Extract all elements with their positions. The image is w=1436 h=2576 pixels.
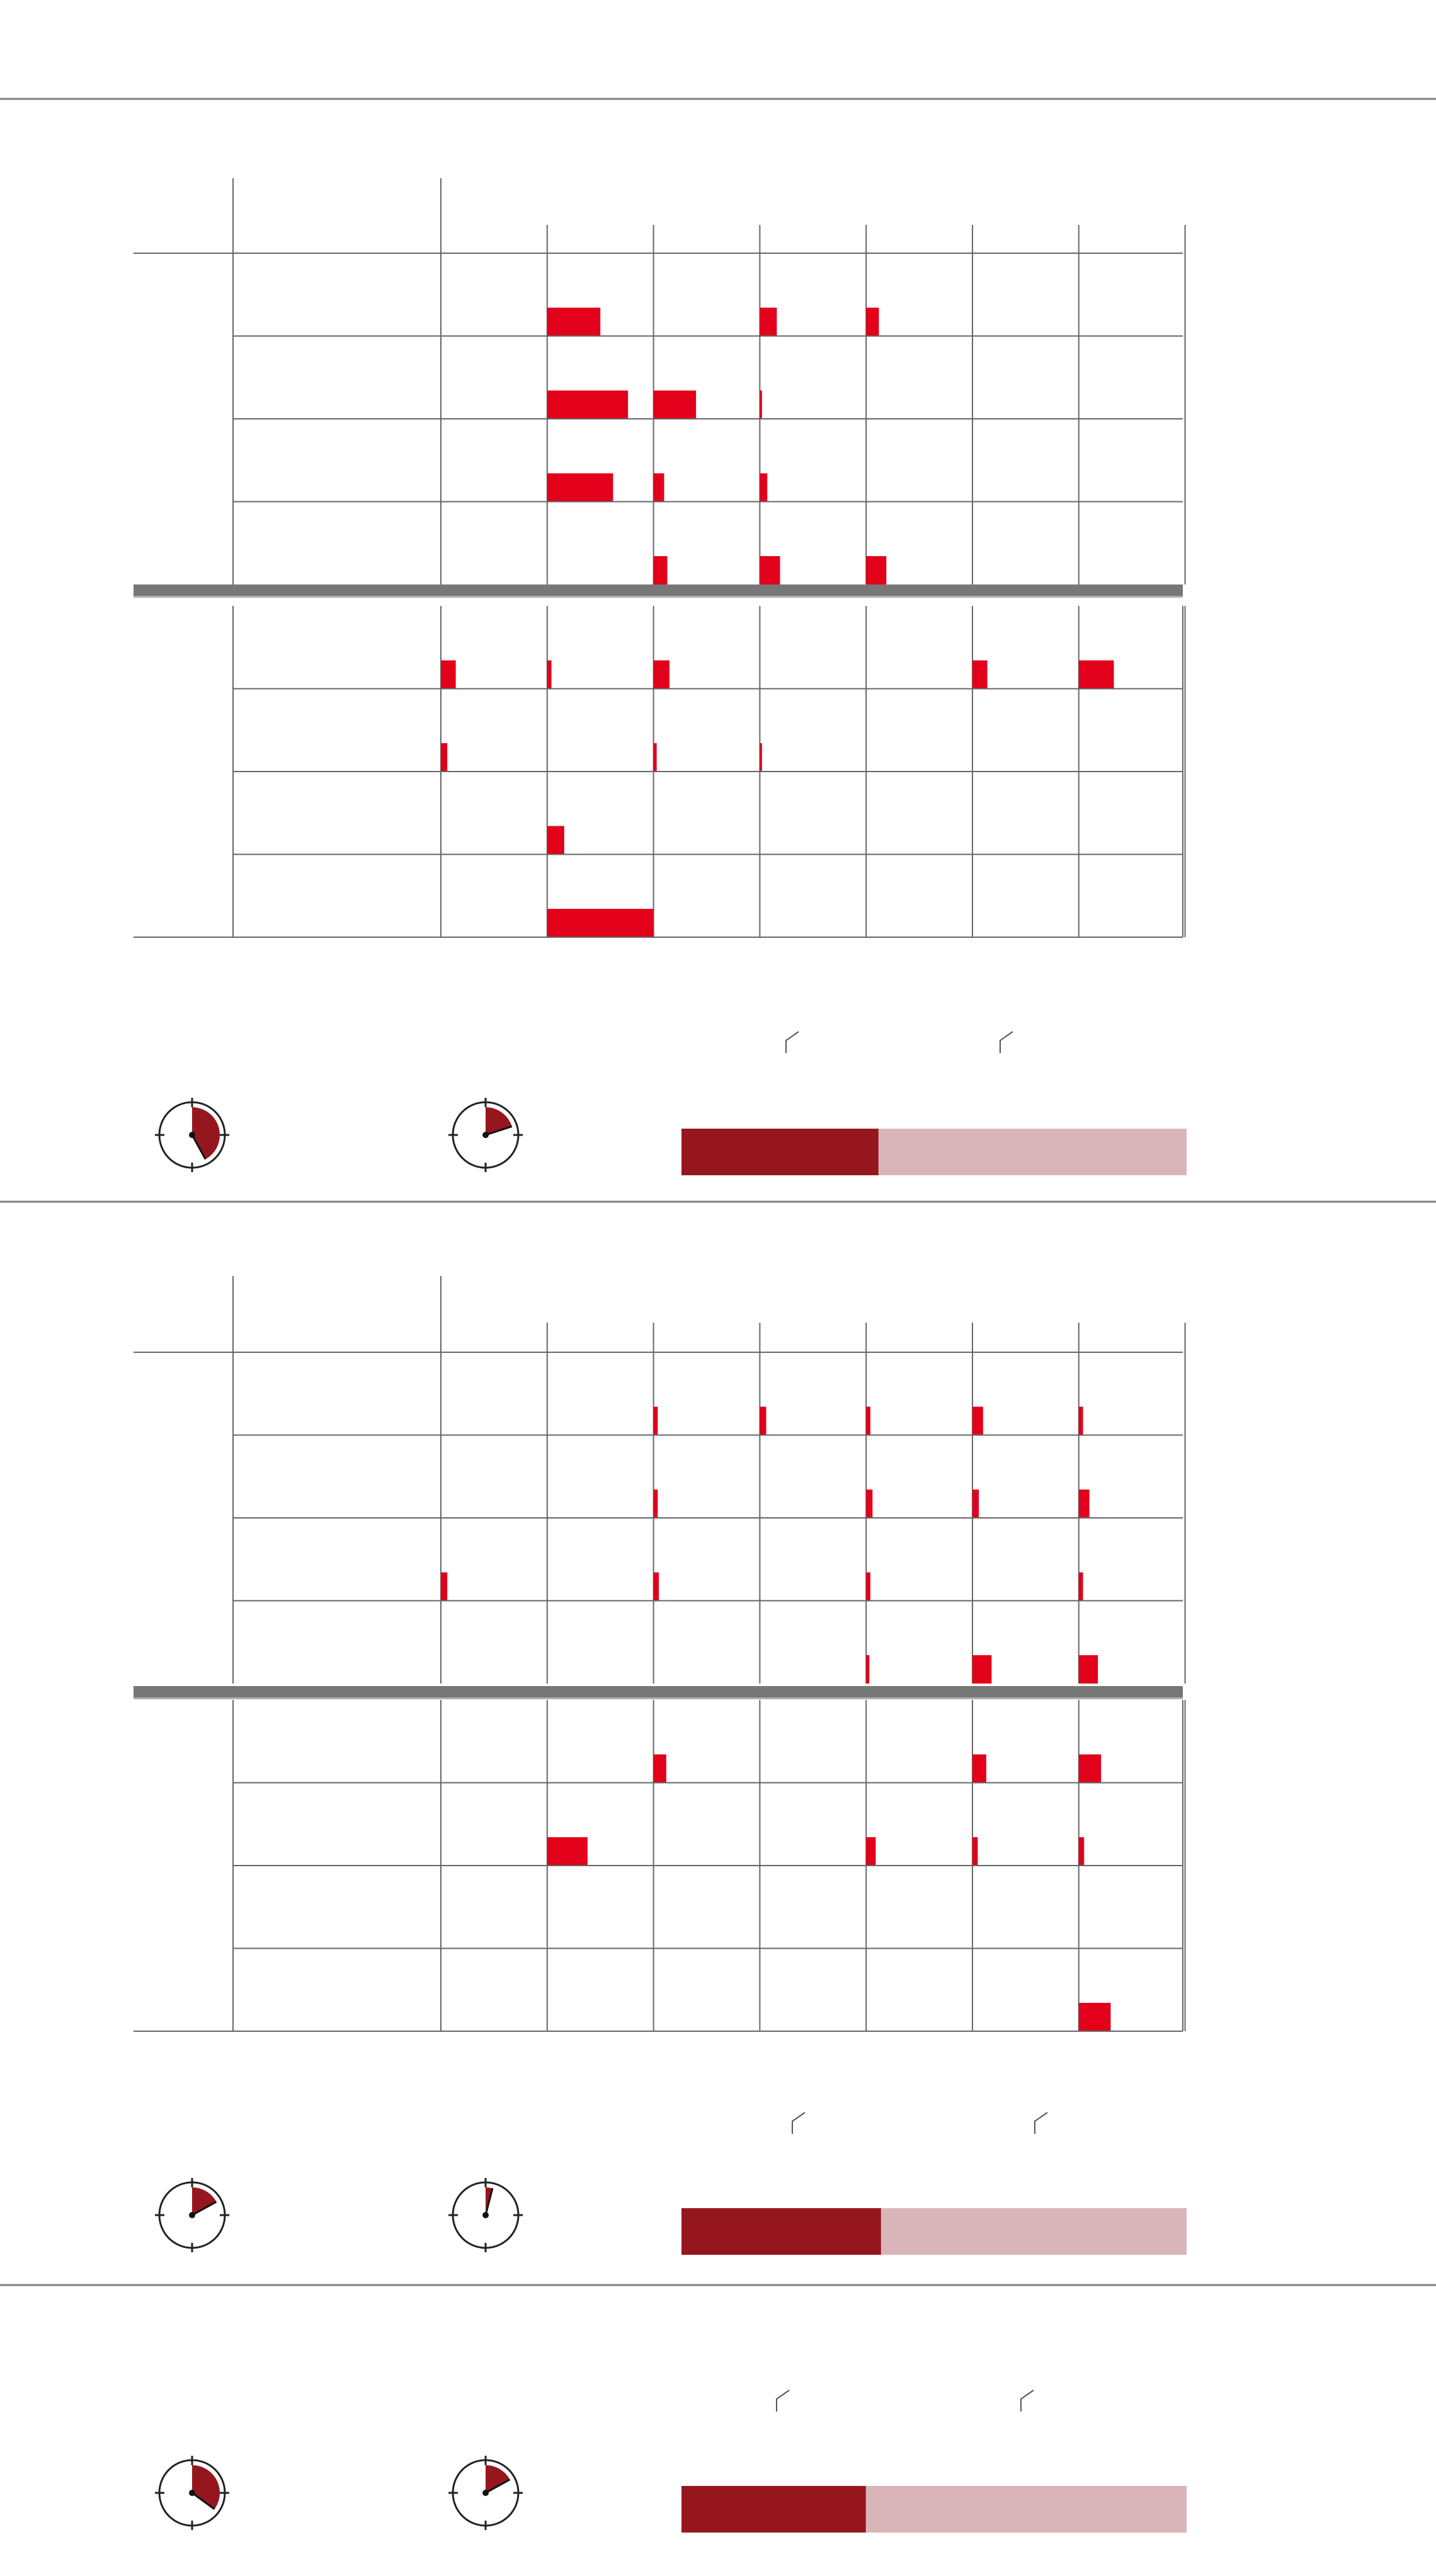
clock-center <box>189 2490 195 2496</box>
clock-center <box>482 2212 489 2218</box>
data-bar <box>866 307 879 336</box>
clock-icon <box>155 2456 229 2530</box>
clock-hand <box>191 2492 215 2510</box>
data-bar <box>653 1490 658 1518</box>
data-bar <box>547 660 552 689</box>
data-bar <box>653 473 664 502</box>
data-bar <box>972 1754 986 1783</box>
data-bar <box>760 556 780 584</box>
clock-icon <box>448 2456 523 2530</box>
clock-sector <box>192 2465 220 2509</box>
data-bar <box>972 1837 978 1866</box>
bar-chart-1 <box>134 178 1186 938</box>
label-leader-mark <box>785 1031 799 1053</box>
data-bar <box>547 909 654 937</box>
clock-center <box>189 1132 195 1138</box>
label-leader-mark <box>1020 2390 1034 2412</box>
clock-hand <box>485 1125 513 1136</box>
data-bar <box>1078 1490 1090 1518</box>
group-separator-shadow <box>134 596 1183 598</box>
data-bar <box>760 473 768 502</box>
clock-center <box>189 2212 195 2218</box>
label-leader-mark <box>1000 1031 1013 1053</box>
clock-hand <box>484 2188 494 2216</box>
data-bar <box>653 660 670 689</box>
data-bar <box>441 743 448 772</box>
data-bar <box>1078 1837 1085 1866</box>
group-separator <box>134 584 1183 596</box>
bar-chart-2 <box>134 1276 1186 2032</box>
progress-bar-fill <box>681 2208 881 2255</box>
data-bar <box>760 1406 766 1435</box>
progress-bar-fill <box>681 2486 866 2533</box>
data-bar <box>972 1406 983 1435</box>
data-bar <box>866 1406 870 1435</box>
data-bar <box>1078 1655 1098 1684</box>
clock-icon <box>155 2178 229 2252</box>
data-bar <box>972 1655 992 1684</box>
data-bar <box>972 660 988 689</box>
data-bar <box>547 826 564 855</box>
clock-center <box>482 2490 489 2496</box>
data-bar <box>1078 2003 1111 2031</box>
data-bar <box>866 1837 876 1866</box>
data-bar <box>866 556 887 584</box>
data-bar <box>547 390 629 419</box>
data-bar <box>866 1490 873 1518</box>
data-bar <box>866 1572 870 1601</box>
group-separator <box>134 1686 1183 1697</box>
group-separator-shadow <box>134 1697 1183 1699</box>
clock-hand <box>191 2201 217 2216</box>
clock-icon <box>448 2178 523 2252</box>
data-bar <box>760 743 762 772</box>
data-bar <box>441 660 456 689</box>
data-bar <box>547 473 613 502</box>
summary-row-1 <box>155 1031 1187 1175</box>
data-bar <box>972 1490 979 1518</box>
data-bar <box>547 307 601 336</box>
clock-icon <box>448 1098 523 1172</box>
data-bar <box>653 1406 658 1435</box>
summary-row-3 <box>155 2390 1187 2533</box>
summary-row-2 <box>155 2112 1187 2255</box>
data-bar <box>1078 660 1114 689</box>
data-bar <box>866 1655 870 1684</box>
data-bar <box>653 390 697 419</box>
label-leader-mark <box>792 2112 806 2134</box>
data-bar <box>760 307 777 336</box>
clock-hand <box>485 2478 511 2494</box>
clock-sector <box>486 2465 510 2493</box>
data-bar <box>1078 1406 1083 1435</box>
data-bar <box>441 1572 448 1601</box>
label-leader-mark <box>776 2390 790 2412</box>
data-bar <box>760 390 762 419</box>
data-bar <box>653 1572 659 1601</box>
data-bar <box>653 556 668 584</box>
data-bar <box>547 1837 588 1866</box>
data-bar <box>1078 1754 1102 1783</box>
progress-bar-fill <box>681 1129 879 1175</box>
clock-center <box>482 1132 489 1138</box>
label-leader-mark <box>1034 2112 1048 2134</box>
clock-icon <box>155 1098 229 1172</box>
data-bar <box>653 1754 666 1783</box>
clock-sector <box>192 2187 217 2215</box>
data-bar <box>653 743 657 772</box>
data-bar <box>1078 1572 1083 1601</box>
clock-hand <box>191 1134 207 1160</box>
